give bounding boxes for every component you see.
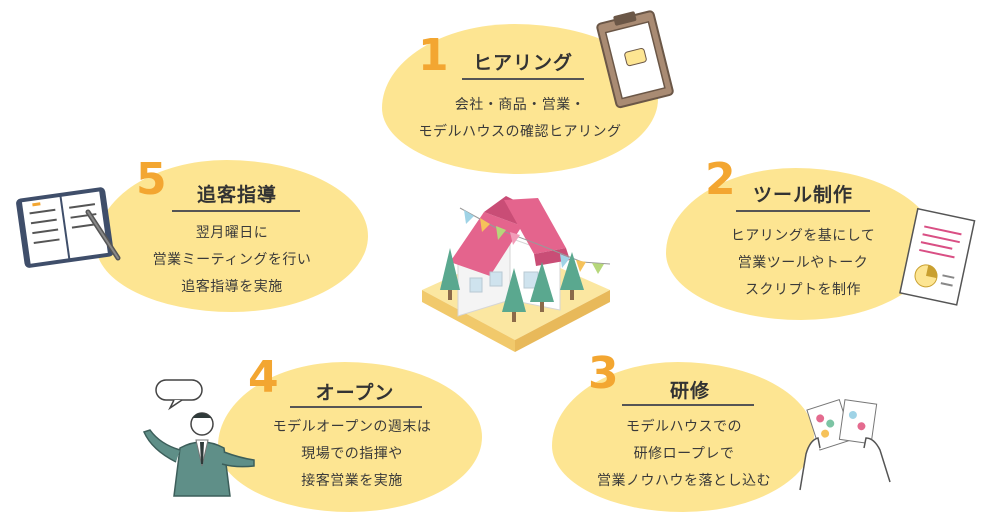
step-4-line-2: 現場での指揮や — [301, 446, 403, 462]
step-5-title: 追客指導 — [196, 184, 277, 206]
step-4-number: 4 — [248, 352, 279, 403]
clipboard-icon — [596, 10, 674, 109]
step-3-title: 研修 — [669, 380, 710, 402]
step-5-line-2: 営業ミーティングを行い — [152, 252, 312, 268]
step-5-line-1: 翌月曜日に — [195, 225, 269, 241]
notebook-pen-icon — [16, 187, 121, 268]
step-1-line-2: モデルハウスの確認ヒアリング — [418, 124, 622, 140]
step-4-title: オープン — [315, 382, 395, 404]
step-3-line-3: 営業ノウハウを落とし込む — [597, 473, 771, 489]
step-4-line-3: 接客営業を実施 — [301, 473, 403, 489]
step-1-number: 1 — [418, 30, 449, 81]
step-2-line-2: 営業ツールやトーク — [737, 255, 869, 271]
step-3-bubble — [552, 362, 814, 512]
model-house-illustration — [422, 196, 611, 352]
step-4-bubble — [218, 362, 482, 512]
step-5-divider — [172, 210, 300, 212]
step-2-description: ヒアリングを基にして 営業ツールやトーク スクリプトを制作 — [683, 223, 923, 304]
step-3-divider — [622, 404, 754, 406]
step-4-divider — [290, 406, 422, 408]
step-5-number: 5 — [136, 154, 167, 205]
step-1-line-1: 会社・商品・営業・ — [454, 97, 586, 113]
step-1-title: ヒアリング — [472, 52, 573, 74]
step-3-line-1: モデルハウスでの — [626, 419, 742, 435]
document-pie-chart-icon — [899, 207, 976, 306]
step-1-description: 会社・商品・営業・ モデルハウスの確認ヒアリング — [392, 92, 648, 146]
step-2-divider — [736, 210, 870, 212]
step-5-bubble — [96, 160, 368, 312]
step-2-line-3: スクリプトを制作 — [745, 282, 861, 298]
hands-holding-cards-icon — [799, 398, 891, 491]
presenter-speech-bubble-icon — [142, 379, 255, 497]
step-1-divider — [462, 78, 584, 80]
step-4-description: モデルオープンの週末は 現場での指揮や 接客営業を実施 — [236, 414, 468, 495]
step-4-line-1: モデルオープンの週末は — [272, 419, 432, 435]
step-2-title: ツール制作 — [752, 184, 853, 206]
step-5-line-3: 追客指導を実施 — [181, 279, 283, 295]
step-3-number: 3 — [588, 348, 619, 399]
step-2-number: 2 — [705, 154, 736, 205]
step-2-bubble — [666, 168, 936, 320]
step-2-line-1: ヒアリングを基にして — [730, 228, 876, 244]
step-3-line-2: 研修ロープレで — [633, 446, 735, 462]
step-5-description: 翌月曜日に 営業ミーティングを行い 追客指導を実施 — [112, 220, 352, 301]
step-3-description: モデルハウスでの 研修ロープレで 営業ノウハウを落とし込む — [566, 414, 802, 495]
